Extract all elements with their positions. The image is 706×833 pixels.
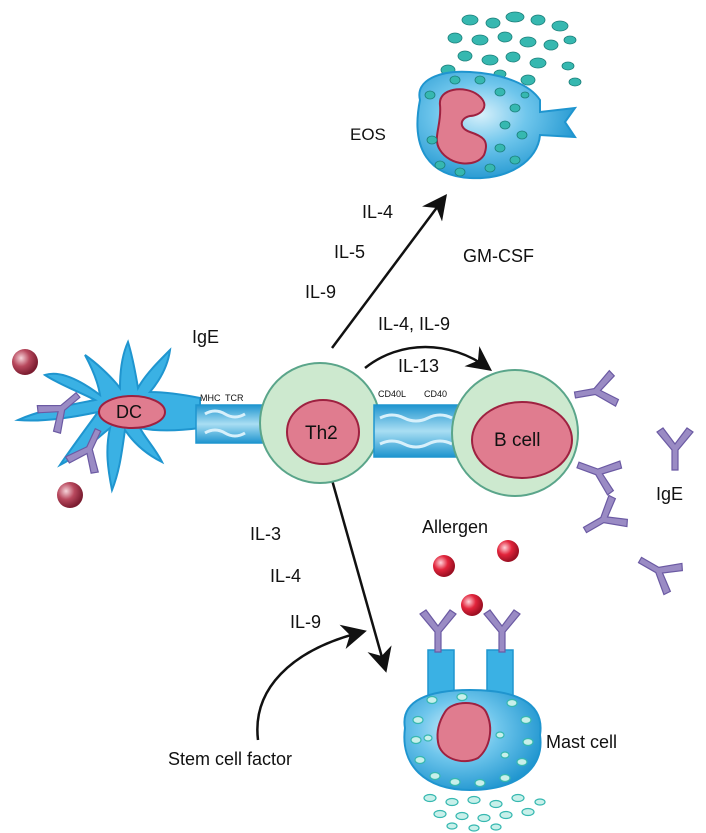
label-il3: IL-3 (250, 524, 281, 544)
eos-released-granules (440, 11, 582, 87)
th2-bcell-synapse (373, 404, 465, 458)
stem-cell-factor-label: Stem cell factor (168, 749, 292, 769)
b-cell (451, 369, 579, 497)
dc-label: DC (116, 402, 142, 422)
arrow-th2-to-mast (330, 479, 392, 673)
label-il9-top: IL-9 (305, 282, 336, 302)
mast-antibody-1-icon (419, 609, 457, 653)
th2-label: Th2 (305, 423, 338, 444)
arrow-scf-to-mast (256, 624, 367, 741)
bcell-antibody-2-icon (571, 447, 625, 497)
allergen-1-icon (497, 540, 519, 562)
allergen-3-icon (461, 594, 483, 616)
label-gmcsf: GM-CSF (463, 246, 534, 266)
free-ige-1-icon (656, 427, 694, 471)
tcr-label: TCR (225, 393, 244, 403)
mhc-label: MHC (200, 393, 221, 403)
mast-cell (403, 609, 546, 832)
dc-th2-synapse (195, 404, 269, 444)
eos-label: EOS (350, 125, 386, 144)
label-il5: IL-5 (334, 242, 365, 262)
mast-cell-label: Mast cell (546, 732, 617, 752)
bcell-antibody-1-icon (571, 369, 621, 414)
th2-cell (259, 362, 381, 484)
ige-right-label: IgE (656, 484, 683, 504)
mast-released-granules (423, 793, 546, 832)
label-il4-bottom: IL-4 (270, 566, 301, 586)
mast-antibody-2-icon (483, 609, 521, 653)
bcell-label: B cell (494, 430, 540, 451)
cd40-label: CD40 (424, 389, 447, 399)
free-ige-3-icon (630, 543, 686, 598)
dc-allergen-top-icon (12, 349, 38, 375)
arrow-th2-to-eos (330, 193, 447, 349)
arrow-th2-to-bcell (364, 345, 493, 371)
eos-granules (424, 75, 530, 177)
mast-granules (410, 692, 534, 788)
label-il4-top: IL-4 (362, 202, 393, 222)
ige-left-label: IgE (192, 327, 219, 347)
dendritic-cell (14, 339, 201, 494)
eosinophil-cell (416, 11, 582, 180)
label-il13: IL-13 (398, 356, 439, 376)
cd40l-label: CD40L (378, 389, 406, 399)
free-ige-2-icon (575, 492, 631, 547)
allergen-label: Allergen (422, 517, 488, 537)
label-il4-il9: IL-4, IL-9 (378, 314, 450, 334)
label-il9-bottom: IL-9 (290, 612, 321, 632)
dc-allergen-bottom-icon (57, 482, 83, 508)
allergen-2-icon (433, 555, 455, 577)
